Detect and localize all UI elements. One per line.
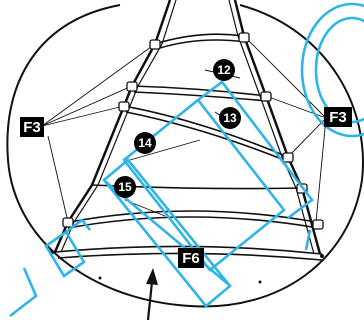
label-f6: F6: [178, 248, 204, 268]
part-13-text: 13: [223, 111, 237, 125]
watermark: [9, 2, 364, 318]
part-callout-14: 14: [134, 132, 156, 154]
part-15-text: 15: [118, 180, 132, 194]
right-pole: [233, 0, 322, 255]
label-f3-right: F3: [324, 107, 352, 127]
connector-joints: [62, 32, 324, 230]
part-callout-12: 12: [213, 59, 235, 81]
right-pole-inner: [228, 0, 315, 255]
outer-net-outline: [6, 4, 364, 308]
part-12-text: 12: [217, 63, 231, 77]
part-callout-13: 13: [219, 107, 241, 129]
part-14-text: 14: [138, 136, 152, 150]
up-arrow-icon: [146, 268, 158, 320]
label-f3-left: F3: [20, 117, 44, 137]
cross-rungs: [54, 33, 323, 261]
part-callout-15: 15: [114, 176, 136, 198]
label-f3-right-text: F3: [329, 109, 347, 126]
label-f6-text: F6: [182, 250, 200, 267]
label-f3-left-text: F3: [23, 119, 41, 136]
